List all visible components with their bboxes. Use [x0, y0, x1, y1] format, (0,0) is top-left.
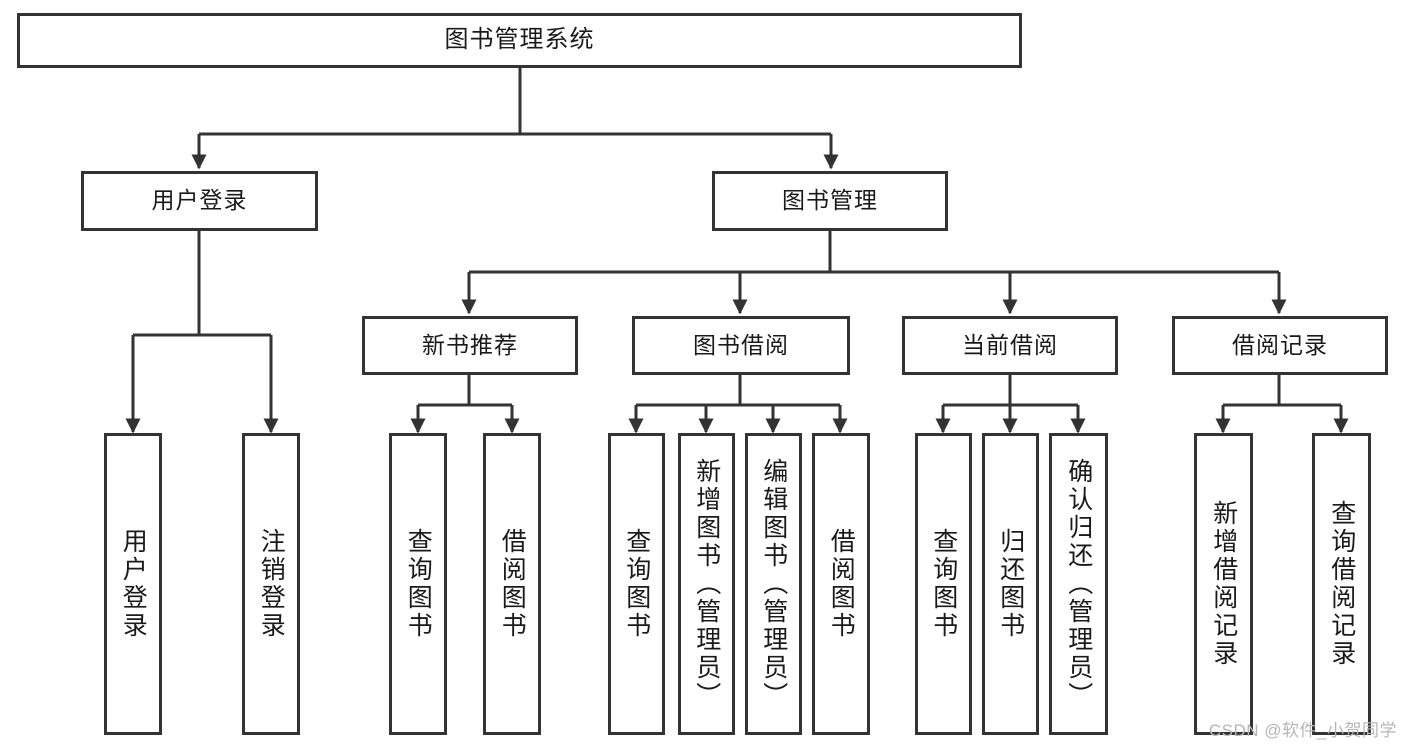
leaf-current-borrow-return[interactable]: 归还图书	[982, 433, 1039, 735]
leaf-label: 借阅图书	[827, 528, 856, 640]
node-book-borrow[interactable]: 图书借阅	[632, 316, 850, 375]
leaf-label: 查询借阅记录	[1327, 500, 1356, 668]
leaf-borrow-record-add[interactable]: 新增借阅记录	[1194, 433, 1253, 735]
leaf-label: 查询图书	[622, 528, 651, 640]
node-new-book-recommend-label: 新书推荐	[422, 331, 518, 358]
leaf-label: 借阅图书	[498, 528, 527, 640]
leaf-label: 查询图书	[404, 528, 433, 640]
leaf-user-login-logout[interactable]: 注销登录	[242, 433, 300, 735]
leaf-current-borrow-query[interactable]: 查询图书	[915, 433, 972, 735]
leaf-label: 注销登录	[257, 528, 286, 640]
node-root-label: 图书管理系统	[444, 26, 595, 54]
watermark: CSDN @软件_小贺同学	[1208, 721, 1397, 740]
node-book-management-label: 图书管理	[782, 187, 878, 214]
leaf-book-borrow-edit[interactable]: 编辑图书（管理员）	[745, 433, 802, 735]
leaf-user-login-login[interactable]: 用户登录	[104, 433, 162, 735]
node-borrow-record[interactable]: 借阅记录	[1172, 316, 1388, 375]
node-user-login-label: 用户登录	[151, 187, 248, 214]
node-current-borrow-label: 当前借阅	[962, 331, 1058, 358]
node-new-book-recommend[interactable]: 新书推荐	[362, 316, 578, 375]
leaf-new-book-query[interactable]: 查询图书	[389, 433, 447, 735]
leaf-new-book-borrow[interactable]: 借阅图书	[483, 433, 541, 735]
node-book-borrow-label: 图书借阅	[693, 331, 789, 358]
node-root[interactable]: 图书管理系统	[17, 13, 1022, 68]
leaf-label: 用户登录	[119, 528, 148, 640]
leaf-label: 归还图书	[996, 528, 1025, 640]
leaf-label: 新增图书（管理员）	[692, 458, 721, 710]
leaf-label: 查询图书	[929, 528, 958, 640]
leaf-label: 编辑图书（管理员）	[759, 458, 788, 710]
node-current-borrow[interactable]: 当前借阅	[902, 316, 1118, 375]
leaf-book-borrow-add[interactable]: 新增图书（管理员）	[678, 433, 735, 735]
leaf-label: 新增借阅记录	[1209, 500, 1238, 668]
node-user-login[interactable]: 用户登录	[81, 171, 318, 231]
leaf-book-borrow-borrow[interactable]: 借阅图书	[812, 433, 870, 735]
leaf-label: 确认归还（管理员）	[1064, 458, 1093, 710]
node-book-management[interactable]: 图书管理	[712, 171, 948, 231]
leaf-book-borrow-query[interactable]: 查询图书	[608, 433, 665, 735]
leaf-borrow-record-query[interactable]: 查询借阅记录	[1312, 433, 1371, 735]
leaf-current-borrow-confirm[interactable]: 确认归还（管理员）	[1049, 433, 1108, 735]
node-borrow-record-label: 借阅记录	[1232, 331, 1328, 358]
